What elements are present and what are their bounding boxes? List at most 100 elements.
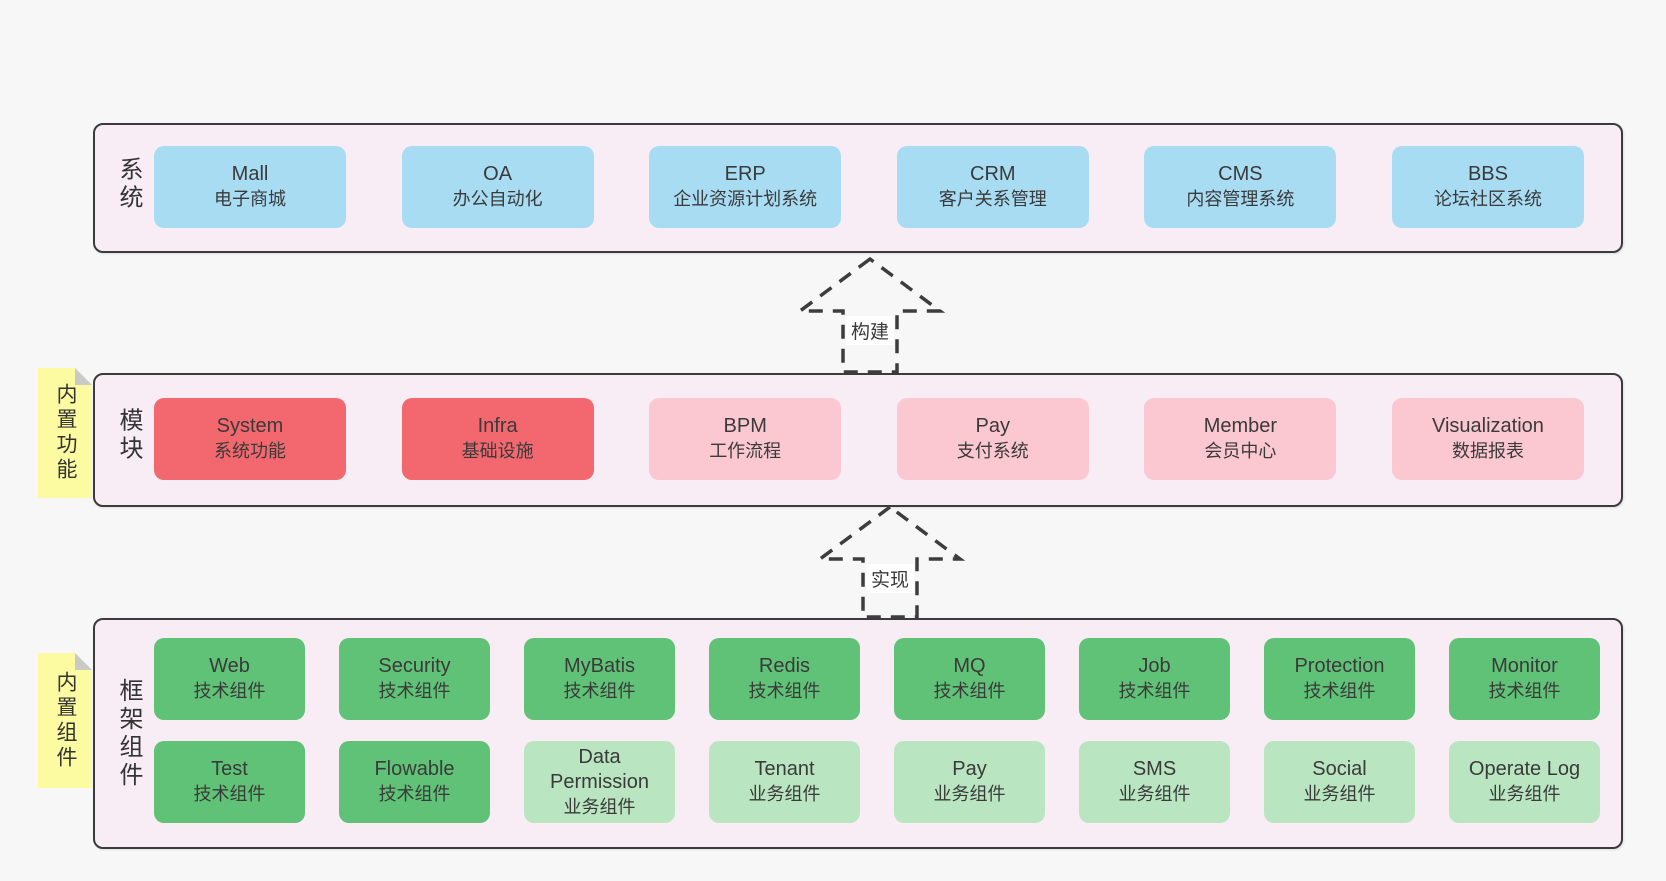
box-title: Redis xyxy=(758,655,811,677)
box-subtitle: 技术组件 xyxy=(193,784,266,804)
box-subtitle: 会员中心 xyxy=(1204,441,1277,461)
box-title: Mall xyxy=(231,163,269,185)
box-title: Social xyxy=(1312,758,1367,780)
note-fold-corner-icon xyxy=(75,653,92,670)
box-subtitle: 技术组件 xyxy=(748,681,821,701)
box-subtitle: 技术组件 xyxy=(378,681,451,701)
box-title: SMS xyxy=(1132,758,1177,780)
box-bbs: BBS 论坛社区系统 xyxy=(1391,146,1584,228)
sticky-note-builtin-features: 内置功能 xyxy=(38,368,92,498)
box-title: System xyxy=(216,415,284,437)
box-subtitle: 技术组件 xyxy=(1303,681,1376,701)
note-fold-corner-icon xyxy=(75,368,92,385)
box-title: Monitor xyxy=(1491,655,1558,677)
box-protection: Protection 技术组件 xyxy=(1264,638,1415,720)
up-arrow-icon xyxy=(814,504,966,619)
common-modules-row: System 系统功能 Infra 基础设施 BPM 工作流程 Pay 支付系统… xyxy=(154,398,1584,480)
box-redis: Redis 技术组件 xyxy=(709,638,860,720)
box-mall: Mall 电子商城 xyxy=(154,146,346,228)
box-subtitle: 业务组件 xyxy=(563,796,636,817)
box-title: Data Permission xyxy=(550,745,649,793)
band-business-systems: 业务系统 Mall 电子商城 OA 办公自动化 ERP 企业资源计划系统 CRM… xyxy=(93,123,1623,253)
box-operate-log: Operate Log 业务组件 xyxy=(1449,741,1600,823)
box-tenant: Tenant 业务组件 xyxy=(709,741,860,823)
box-oa: OA 办公自动化 xyxy=(401,146,594,228)
sticky-note-text: 内置组件 xyxy=(54,670,77,771)
box-security: Security 技术组件 xyxy=(339,638,490,720)
box-member: Member 会员中心 xyxy=(1144,398,1337,480)
box-subtitle: 企业资源计划系统 xyxy=(673,189,818,209)
box-title: ERP xyxy=(724,163,766,185)
box-title: Pay xyxy=(975,415,1011,437)
box-social: Social 业务组件 xyxy=(1264,741,1415,823)
sticky-note-text: 内置功能 xyxy=(54,383,77,483)
box-title: Security xyxy=(378,655,451,677)
box-title: Tenant xyxy=(754,758,815,780)
box-mybatis: MyBatis 技术组件 xyxy=(524,638,675,720)
box-title: BPM xyxy=(723,415,767,437)
business-systems-row: Mall 电子商城 OA 办公自动化 ERP 企业资源计划系统 CRM 客户关系… xyxy=(154,146,1584,228)
implement-arrow-label: 实现 xyxy=(865,564,915,593)
box-subtitle: 业务组件 xyxy=(1488,784,1561,804)
box-erp: ERP 企业资源计划系统 xyxy=(649,146,842,228)
box-subtitle: 技术组件 xyxy=(563,681,636,701)
box-title: Test xyxy=(211,758,248,780)
box-title: MQ xyxy=(953,655,986,677)
box-mq: MQ 技术组件 xyxy=(894,638,1045,720)
box-cms: CMS 内容管理系统 xyxy=(1144,146,1337,228)
sticky-note-builtin-components: 内置组件 xyxy=(38,653,92,788)
box-title: Member xyxy=(1203,415,1278,437)
box-monitor: Monitor 技术组件 xyxy=(1449,638,1600,720)
box-title: Job xyxy=(1138,655,1171,677)
box-sms: SMS 业务组件 xyxy=(1079,741,1230,823)
box-web: Web 技术组件 xyxy=(154,638,305,720)
box-infra: Infra 基础设施 xyxy=(401,398,594,480)
box-subtitle: 业务组件 xyxy=(1303,784,1376,804)
build-arrow: 构建 xyxy=(790,256,950,375)
box-bpm: BPM 工作流程 xyxy=(649,398,842,480)
box-subtitle: 业务组件 xyxy=(933,784,1006,804)
box-title: Visualization xyxy=(1432,415,1544,437)
framework-components-row-2: Test 技术组件 Flowable 技术组件 Data Permission … xyxy=(154,741,1600,823)
box-subtitle: 支付系统 xyxy=(956,441,1029,461)
box-pay-component: Pay 业务组件 xyxy=(894,741,1045,823)
box-subtitle: 技术组件 xyxy=(193,681,266,701)
box-title: Pay xyxy=(952,758,987,780)
box-subtitle: 基础设施 xyxy=(461,441,534,461)
box-subtitle: 论坛社区系统 xyxy=(1433,189,1542,209)
implement-arrow: 实现 xyxy=(810,504,970,620)
band-label-framework-components: 框架组件 xyxy=(115,677,142,790)
box-system: System 系统功能 xyxy=(154,398,346,480)
box-title: CMS xyxy=(1218,163,1263,185)
box-subtitle: 客户关系管理 xyxy=(938,189,1047,209)
box-subtitle: 工作流程 xyxy=(709,441,782,461)
box-subtitle: 技术组件 xyxy=(933,681,1006,701)
box-subtitle: 电子商城 xyxy=(214,189,286,209)
up-arrow-icon xyxy=(794,256,946,374)
box-data-permission: Data Permission 业务组件 xyxy=(524,741,675,823)
box-subtitle: 业务组件 xyxy=(1118,784,1191,804)
build-arrow-label: 构建 xyxy=(845,316,895,345)
box-title: CRM xyxy=(970,163,1016,185)
box-pay-module: Pay 支付系统 xyxy=(896,398,1089,480)
box-title: BBS xyxy=(1467,163,1508,185)
box-visualization: Visualization 数据报表 xyxy=(1391,398,1584,480)
box-crm: CRM 客户关系管理 xyxy=(896,146,1089,228)
box-flowable: Flowable 技术组件 xyxy=(339,741,490,823)
box-subtitle: 技术组件 xyxy=(1118,681,1191,701)
framework-components-row-1: Web 技术组件 Security 技术组件 MyBatis 技术组件 Redi… xyxy=(154,638,1600,720)
box-subtitle: 数据报表 xyxy=(1451,441,1524,461)
box-subtitle: 技术组件 xyxy=(378,784,451,804)
box-job: Job 技术组件 xyxy=(1079,638,1230,720)
box-title: Flowable xyxy=(374,758,455,780)
box-title: OA xyxy=(483,163,513,185)
box-title: Web xyxy=(209,655,250,677)
box-subtitle: 技术组件 xyxy=(1488,681,1561,701)
box-title: Infra xyxy=(477,415,518,437)
box-subtitle: 业务组件 xyxy=(748,784,821,804)
box-title: MyBatis xyxy=(563,655,636,677)
box-subtitle: 内容管理系统 xyxy=(1186,189,1295,209)
box-title: Operate Log xyxy=(1468,758,1581,780)
box-subtitle: 办公自动化 xyxy=(452,189,543,209)
